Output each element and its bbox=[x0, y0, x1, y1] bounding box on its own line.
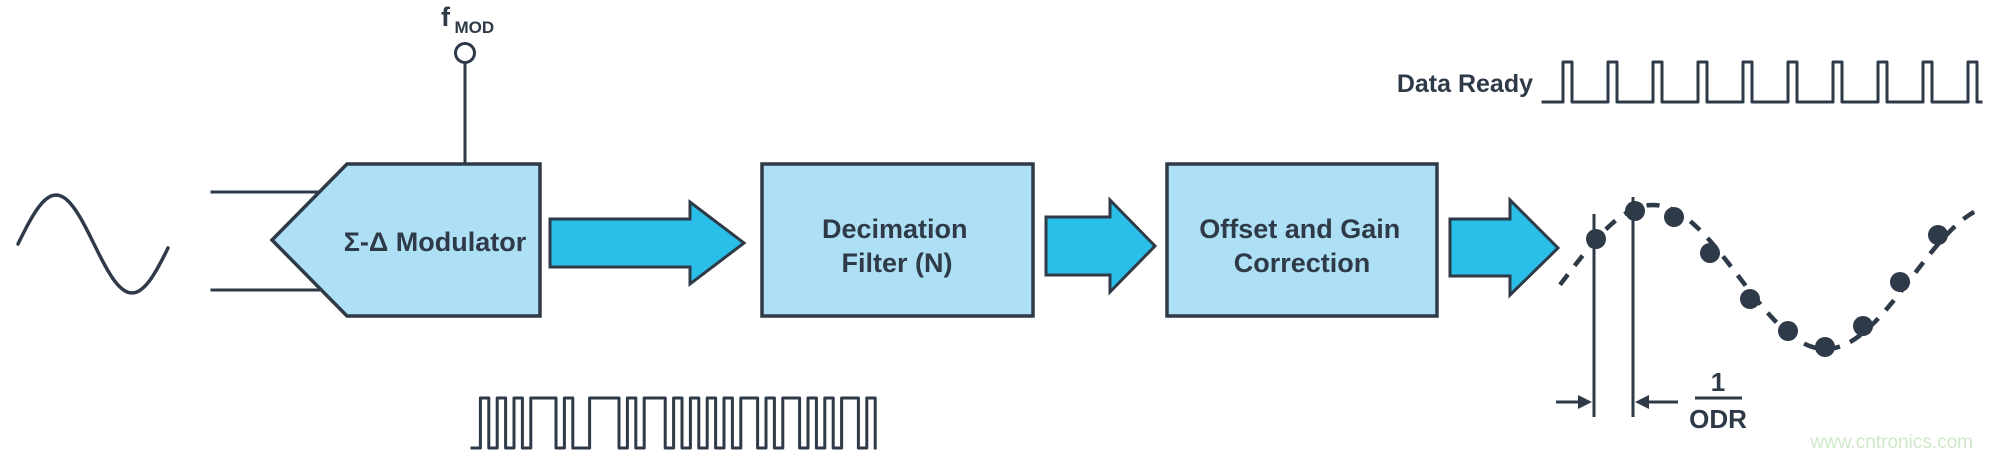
data-ready-pulse-waveform bbox=[1541, 60, 1983, 104]
offset-gain-correction-label-line2: Correction bbox=[1234, 248, 1371, 278]
fmod-label-subscript: MOD bbox=[454, 18, 494, 37]
sample-dot bbox=[1586, 229, 1606, 249]
odr-fraction-denominator: ODR bbox=[1689, 404, 1747, 434]
offset-gain-correction-label-line1: Offset and Gain bbox=[1199, 214, 1400, 244]
decimation-filter-label-line1: Decimation bbox=[822, 214, 968, 244]
fmod-terminal-circle bbox=[454, 42, 476, 64]
sample-dot bbox=[1853, 316, 1873, 336]
arrow-modulator-to-decimation bbox=[548, 198, 747, 288]
sigma-delta-modulator-label: Σ-Δ Modulator bbox=[344, 227, 527, 257]
sample-dot bbox=[1778, 321, 1798, 341]
odr-arrow-right-head-icon bbox=[1635, 395, 1649, 409]
odr-arrow-left-head-icon bbox=[1578, 395, 1592, 409]
offset-gain-correction-label: Offset and Gain Correction bbox=[1199, 214, 1404, 278]
decimation-filter-block bbox=[760, 162, 1035, 318]
sample-dot bbox=[1740, 289, 1760, 309]
sample-dot bbox=[1664, 207, 1684, 227]
sample-dot bbox=[1890, 272, 1910, 292]
data-ready-label: Data Ready bbox=[1397, 70, 1533, 98]
fmod-label: f MOD bbox=[441, 2, 494, 37]
odr-fraction-numerator: 1 bbox=[1711, 367, 1725, 397]
arrow-offset-to-output bbox=[1448, 196, 1561, 299]
sample-dot bbox=[1928, 225, 1948, 245]
sigma-delta-modulator-block bbox=[269, 162, 542, 318]
sample-dot bbox=[1700, 243, 1720, 263]
arrow-decimation-to-offset bbox=[1044, 196, 1158, 296]
decimation-filter-label-line2: Filter (N) bbox=[842, 248, 953, 278]
modulator-bitstream-waveform bbox=[470, 396, 877, 450]
decimation-filter-label: Decimation Filter (N) bbox=[822, 214, 972, 278]
fmod-label-base: f bbox=[441, 2, 451, 32]
sample-dot bbox=[1625, 201, 1645, 221]
sample-dot bbox=[1815, 337, 1835, 357]
watermark-text: www.cntronics.com bbox=[1809, 432, 1973, 453]
output-dashed-sine-wave bbox=[1558, 202, 1979, 352]
analog-input-sine-wave bbox=[16, 193, 170, 295]
output-sample-dots bbox=[1586, 201, 1948, 357]
offset-gain-correction-block bbox=[1165, 162, 1439, 318]
